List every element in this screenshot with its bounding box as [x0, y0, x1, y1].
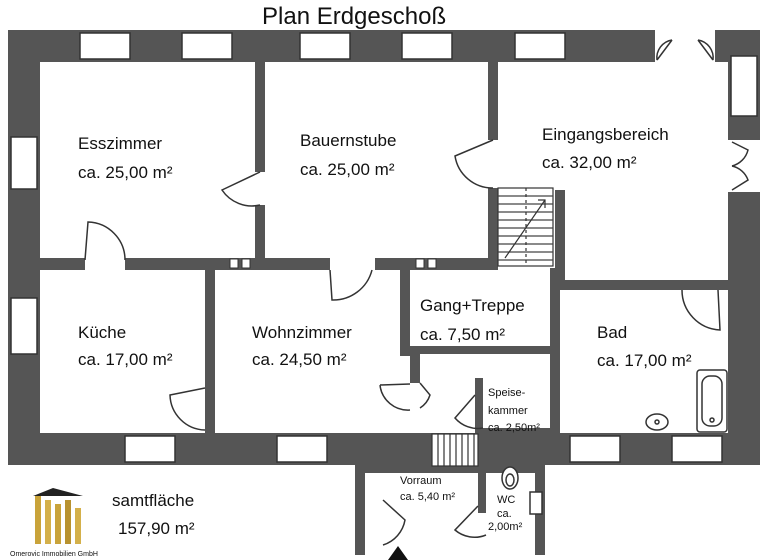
room-name-wc: WC: [497, 494, 515, 506]
window: [10, 136, 38, 190]
sink: [645, 413, 669, 431]
room-name-esszimmer: Esszimmer: [78, 134, 162, 153]
room-name-gang: Gang+Treppe: [420, 296, 525, 315]
room-name-vorraum: Vorraum: [400, 475, 442, 487]
window: [10, 297, 38, 355]
door-swings: [84, 139, 721, 546]
room-area-vorraum: ca. 5,40 m²: [400, 491, 455, 503]
total-area-label: samtfläche: [112, 491, 194, 510]
outer-walls: [8, 30, 760, 555]
window: [514, 32, 566, 60]
total-area-value: 157,90 m²: [118, 519, 195, 538]
window: [276, 435, 328, 463]
side-door: [728, 140, 760, 192]
window: [529, 491, 543, 515]
window: [124, 435, 176, 463]
entrance-arrow-icon: [388, 546, 408, 560]
wall-markers: [229, 258, 437, 269]
room-area-esszimmer: ca. 25,00 m²: [78, 163, 173, 182]
entrance-double-door: [655, 30, 715, 62]
room-name-kueche: Küche: [78, 323, 126, 342]
window: [730, 55, 758, 117]
room-area-bauernstube: ca. 25,00 m²: [300, 160, 395, 179]
logo-caption: Omerovic Immobilien GmbH: [10, 551, 98, 558]
room-area-speisekammer: ca. 2,50m²: [488, 422, 540, 434]
room-name-eingangsbereich: Eingangsbereich: [542, 125, 669, 144]
room-area-wohnzimmer: ca. 24,50 m²: [252, 350, 347, 369]
windows: [10, 32, 758, 515]
window: [671, 435, 723, 463]
window: [79, 32, 131, 60]
bathtub: [696, 369, 728, 433]
room-area-gang: ca. 7,50 m²: [420, 325, 505, 344]
window: [299, 32, 351, 60]
plan-title: Plan Erdgeschoß: [262, 3, 446, 30]
window: [569, 435, 621, 463]
room-area-eingangsbereich: ca. 32,00 m²: [542, 153, 637, 172]
staircase-upper: [497, 187, 554, 267]
room-name-wohnzimmer: Wohnzimmer: [252, 323, 352, 342]
room-area-wc-2: 2,00m²: [488, 521, 523, 533]
room-name-speisekammer-1: Speise-: [488, 387, 526, 399]
room-area-kueche: ca. 17,00 m²: [78, 350, 173, 369]
toilet: [501, 466, 519, 490]
room-name-bad: Bad: [597, 323, 627, 342]
room-name-speisekammer-2: kammer: [488, 405, 528, 417]
company-logo: Omerovic Immobilien GmbH: [10, 488, 98, 558]
window: [181, 32, 233, 60]
window: [401, 32, 453, 60]
room-area-bad: ca. 17,00 m²: [597, 351, 692, 370]
staircase-lower: [431, 433, 479, 467]
room-name-bauernstube: Bauernstube: [300, 131, 396, 150]
room-area-wc-1: ca.: [497, 508, 512, 520]
